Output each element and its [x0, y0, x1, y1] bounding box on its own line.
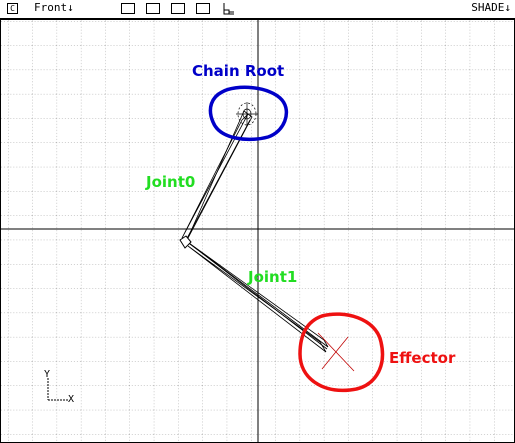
menu-box-icon[interactable]: C	[7, 3, 18, 14]
shade-mode-selector[interactable]: SHADE↓	[471, 1, 511, 14]
two-pane-button[interactable]	[146, 3, 160, 14]
single-pane-button[interactable]	[121, 3, 135, 14]
four-pane-button[interactable]	[196, 3, 210, 14]
joint1-label: Joint1	[247, 268, 297, 286]
pane-layout-icon[interactable]	[222, 2, 236, 16]
axis-y-label: Y	[44, 369, 50, 380]
ik-chain[interactable]	[179, 102, 355, 372]
effector-circle	[298, 312, 385, 393]
joint0-node[interactable]	[179, 235, 192, 249]
chain-root-node	[236, 102, 258, 126]
axis-x-label: X	[68, 394, 74, 405]
chain-root-circle	[208, 85, 289, 142]
three-pane-button[interactable]	[171, 3, 185, 14]
axis-indicator: Y X	[44, 369, 74, 405]
annotations: Chain Root Joint0 Joint1 Effector	[145, 62, 456, 393]
scene-canvas[interactable]: Chain Root Joint0 Joint1 Effector Y X	[0, 19, 515, 443]
viewport-toolbar: C Front↓ SHADE↓	[0, 0, 515, 19]
effector-node	[317, 332, 355, 372]
joint0-label: Joint0	[145, 173, 195, 191]
effector-label: Effector	[389, 349, 456, 367]
chain-root-label: Chain Root	[192, 62, 284, 80]
view-selector[interactable]: Front↓	[34, 1, 74, 14]
